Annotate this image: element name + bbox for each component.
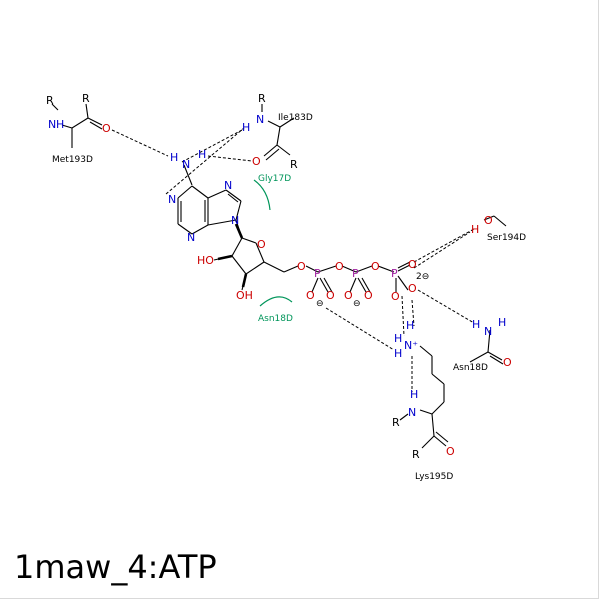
- atom-p: P: [314, 267, 321, 280]
- atom-h: H: [56, 118, 64, 131]
- atom-labels: R N H R O R N H O R H H N N N N N O HO O…: [46, 92, 512, 461]
- residue-label-ser194d: Ser194D: [487, 233, 526, 243]
- residue-label-ile183d: Ile183D: [278, 113, 313, 123]
- atom-ho: HO: [197, 254, 214, 267]
- atom-o: O: [297, 260, 306, 273]
- atom-h: H: [472, 318, 480, 331]
- atom-h: H: [471, 223, 479, 236]
- atom-o: O: [408, 258, 417, 271]
- atom-o: O: [326, 289, 335, 302]
- atom-h: H: [198, 148, 206, 161]
- atom-o: O: [252, 155, 261, 168]
- atom-h: H: [170, 151, 178, 164]
- atom-n: N: [182, 158, 190, 171]
- atom-n: N: [256, 113, 264, 126]
- atom-n: N: [484, 325, 492, 338]
- atom-o: O: [257, 238, 266, 251]
- atom-o: O: [391, 290, 400, 303]
- atom-oh: OH: [236, 289, 253, 302]
- atom-p: P: [391, 267, 398, 280]
- atom-r: R: [258, 92, 266, 105]
- atom-h: H: [498, 316, 506, 329]
- residue-label-met193d: Met193D: [52, 155, 93, 165]
- atom-n: N: [231, 214, 239, 227]
- atom-o: O: [371, 260, 380, 273]
- atom-o: O: [503, 356, 512, 369]
- atom-h: H: [242, 121, 250, 134]
- charge-minus: ⊖: [316, 299, 324, 309]
- atom-p: P: [352, 267, 359, 280]
- atom-o: O: [306, 289, 315, 302]
- atom-h: H: [406, 319, 414, 332]
- atom-o: O: [446, 445, 455, 458]
- atom-o: O: [344, 289, 353, 302]
- atom-r: R: [46, 94, 54, 107]
- atom-h: H: [394, 347, 402, 360]
- atom-n: N: [224, 179, 232, 192]
- diagram-title: 1maw_4:ATP: [14, 548, 217, 586]
- atom-h: H: [394, 332, 402, 345]
- atom-r: R: [392, 416, 400, 429]
- residue-label-lys195d: Lys195D: [415, 472, 453, 482]
- hydrogen-bonds: [111, 127, 475, 392]
- atom-o: O: [102, 122, 111, 135]
- stereo-bonds: [217, 223, 248, 288]
- atom-n: N: [408, 406, 416, 419]
- atom-n: N: [187, 231, 195, 244]
- atom-n: N: [48, 118, 56, 131]
- atom-nplus: N⁺: [404, 339, 418, 352]
- charge-2minus: 2⊖: [416, 272, 429, 282]
- atom-o: O: [335, 260, 344, 273]
- charge-minus: ⊖: [353, 299, 361, 309]
- atom-o: O: [484, 214, 493, 227]
- residue-label-asn18d-contact: Asn18D: [258, 314, 293, 324]
- covalent-bonds: [51, 103, 507, 449]
- atom-o: O: [364, 289, 373, 302]
- atom-o: O: [408, 282, 417, 295]
- atom-r: R: [82, 92, 90, 105]
- atom-r: R: [412, 448, 420, 461]
- residue-labels: Met193D Ile183D Gly17D Ser194D Asn18D As…: [52, 113, 526, 482]
- atom-r: R: [290, 158, 298, 171]
- residue-label-asn18d: Asn18D: [453, 363, 488, 373]
- residue-label-gly17d: Gly17D: [258, 174, 291, 184]
- hydrophobic-contacts: [253, 179, 293, 307]
- atom-n: N: [168, 193, 176, 206]
- atom-h: H: [410, 388, 418, 401]
